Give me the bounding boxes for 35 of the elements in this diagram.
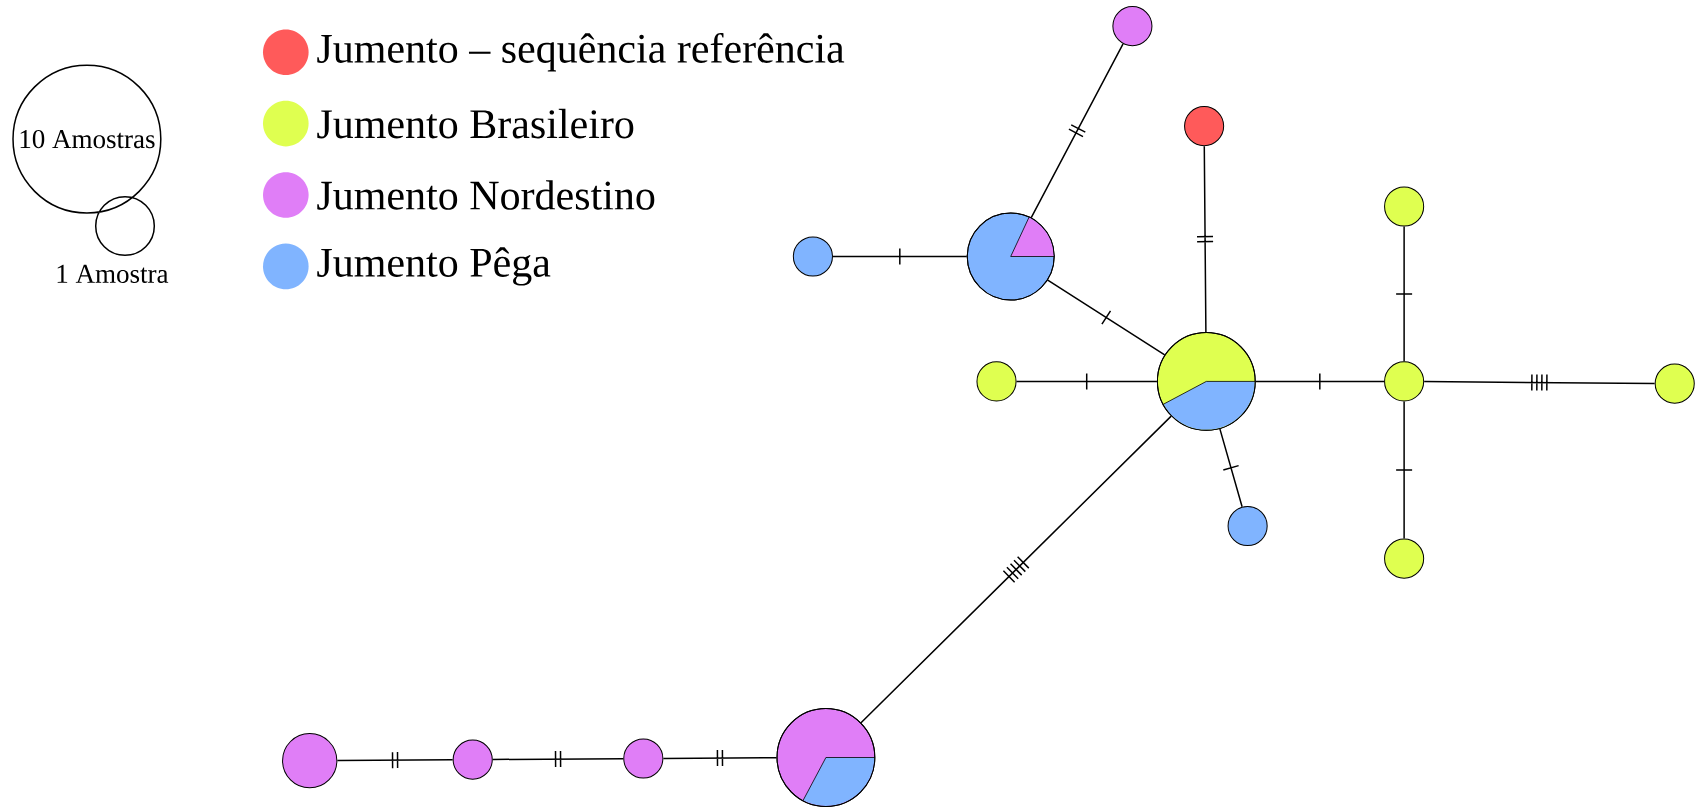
haplotype-circle xyxy=(1384,361,1425,402)
scale-label: 10 Amostras xyxy=(20,130,155,149)
haplotype-circle xyxy=(1156,332,1256,431)
haplotype-circle xyxy=(1184,106,1225,147)
haplotype-circle xyxy=(1384,186,1425,227)
connector-line xyxy=(1030,43,1124,219)
legend-text: Jumento – sequência referência xyxy=(317,32,845,72)
haplotype-circle xyxy=(792,236,833,277)
connector-line xyxy=(1423,373,1656,392)
haplotype-circle xyxy=(1112,6,1153,47)
connector-line xyxy=(1047,279,1166,356)
haplotype-circle xyxy=(1654,363,1695,404)
haplotype-circle xyxy=(1227,505,1268,547)
connector-line xyxy=(492,750,624,768)
haplotype-circle xyxy=(976,361,1017,402)
connector-line xyxy=(1219,428,1243,508)
haplotype-circle xyxy=(623,738,664,779)
legend-text: Jumento Pêga xyxy=(317,247,551,286)
connector-line xyxy=(860,415,1172,724)
haplotype-circle xyxy=(282,733,338,789)
connector-line xyxy=(662,749,778,767)
legend-text: Jumento Nordestino xyxy=(317,180,655,210)
scale-label: 1 Amostra xyxy=(57,264,169,283)
haplotype-circle xyxy=(1384,538,1425,579)
legend-text: Jumento Brasileiro xyxy=(317,108,634,139)
connector-line xyxy=(1254,372,1385,391)
haplotype-circle xyxy=(452,739,493,780)
connector-line xyxy=(1395,400,1413,540)
haplotype-circle xyxy=(776,708,876,807)
connector-line xyxy=(832,247,968,266)
connector-line xyxy=(1395,225,1413,363)
connector-line xyxy=(1196,145,1214,333)
connector-line xyxy=(1015,372,1158,391)
haplotype-circle xyxy=(966,212,1055,301)
connector-line xyxy=(336,751,454,769)
